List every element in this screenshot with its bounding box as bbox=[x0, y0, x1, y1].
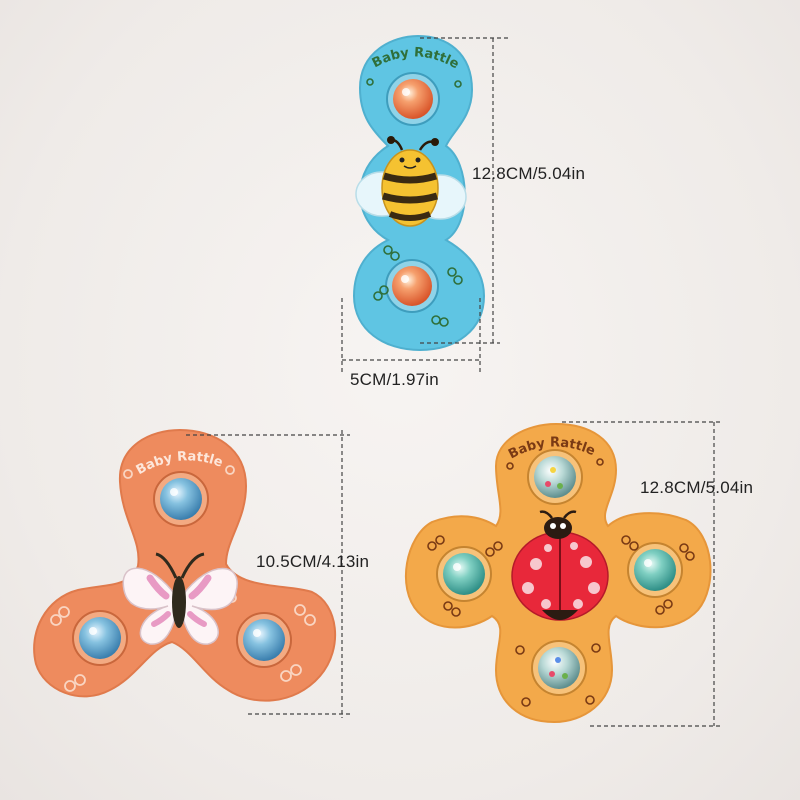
butterfly-icon bbox=[122, 552, 238, 645]
bee-dimension-lines bbox=[341, 37, 510, 372]
butterfly-spinner-toy bbox=[33, 428, 337, 702]
bee-spinner-toy bbox=[352, 34, 486, 352]
bee-width-label: 5CM/1.97in bbox=[350, 370, 439, 389]
butterfly-size-label: 10.5CM/4.13in bbox=[256, 552, 370, 571]
bee-brand-text: Baby Rattle bbox=[370, 45, 462, 72]
ladybug-size-label: 12.8CM/5.04in bbox=[640, 478, 754, 497]
bee-height-label: 12.8CM/5.04in bbox=[472, 164, 586, 183]
butterfly-dimension-lines bbox=[186, 430, 350, 718]
ladybug-dimension-lines bbox=[562, 421, 722, 727]
bee-icon bbox=[355, 136, 467, 227]
ladybug-spinner-toy bbox=[404, 422, 712, 724]
ladybug-brand-text: Baby Rattle bbox=[506, 435, 597, 462]
ladybug-icon bbox=[511, 510, 609, 621]
butterfly-brand-text: Baby Rattle bbox=[134, 449, 225, 478]
